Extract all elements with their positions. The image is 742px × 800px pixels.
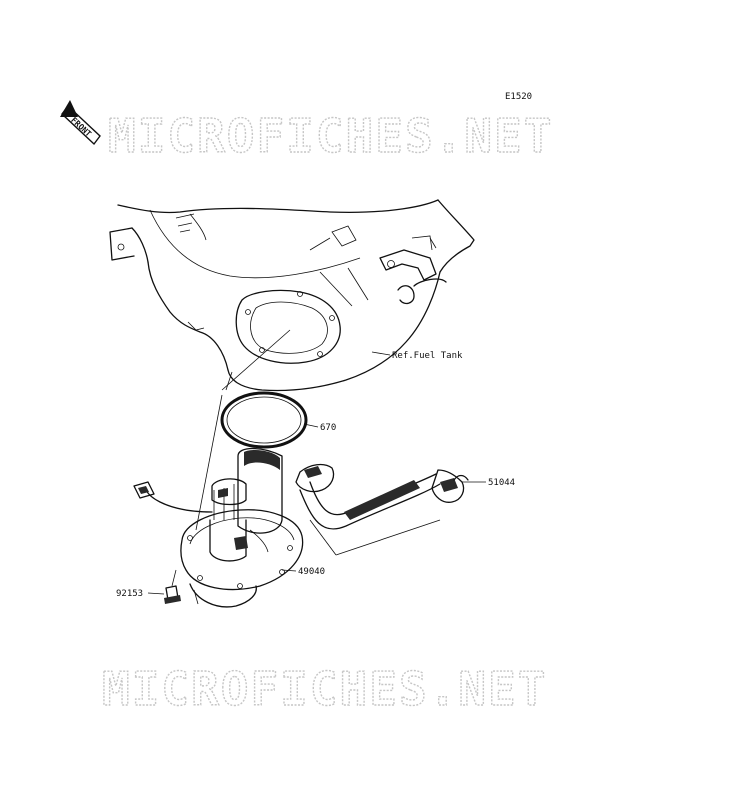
watermark-top: MICROFICHES.NET — [108, 109, 553, 163]
tank-flange — [235, 289, 341, 364]
assembly-lines — [195, 267, 441, 556]
fuel-pump-assembly — [133, 447, 304, 608]
fuel-tank — [109, 199, 475, 392]
callout-bolt: 92153 — [116, 589, 143, 599]
callout-fuel-pump: 49040 — [298, 567, 325, 577]
diagram-code: E1520 — [505, 92, 532, 102]
front-arrow-icon: FRONT — [60, 100, 101, 146]
o-ring — [220, 391, 308, 449]
watermark-bottom: MICROFICHES.NET — [102, 662, 547, 716]
callout-fuel-tank: Ref.Fuel Tank — [392, 351, 463, 361]
fuel-hose — [295, 463, 469, 530]
bolt — [164, 569, 181, 604]
callout-o-ring: 670 — [320, 423, 336, 433]
callout-hose: 51044 — [488, 478, 515, 488]
